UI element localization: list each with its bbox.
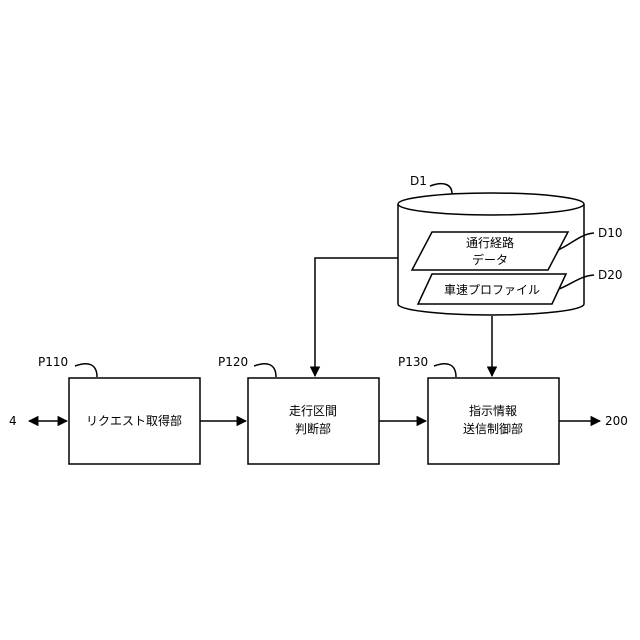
p110-leader-line <box>75 364 97 377</box>
d1-leader-line <box>430 184 452 194</box>
p130-leader-line <box>434 364 456 377</box>
d10-line2: データ <box>472 252 508 267</box>
p110-ref-label: P110 <box>38 355 68 369</box>
external-left-label: 4 <box>9 414 17 428</box>
record-d20: 車速プロファイル D20 <box>418 268 623 304</box>
p130-ref-label: P130 <box>398 355 428 369</box>
external-right-label: 200 <box>605 414 628 428</box>
p120-ref-label: P120 <box>218 355 248 369</box>
arrow-d1-to-p120 <box>315 258 398 376</box>
d1-ref-label: D1 <box>410 174 427 188</box>
p130-line1: 指示情報 <box>469 403 517 418</box>
p120-line1: 走行区間 <box>289 404 337 418</box>
p110-line1: リクエスト取得部 <box>86 413 182 428</box>
d20-ref-label: D20 <box>598 268 623 282</box>
record-d10: 通行経路 データ D10 <box>412 226 623 270</box>
d10-ref-label: D10 <box>598 226 623 240</box>
p130-line2: 送信制御部 <box>463 421 523 436</box>
p120-line2: 判断部 <box>295 421 331 436</box>
block-p110: リクエスト取得部 P110 <box>38 355 200 464</box>
block-p120: 走行区間 判断部 P120 <box>218 355 379 464</box>
d10-line1: 通行経路 <box>466 235 514 250</box>
d20-line1: 車速プロファイル <box>444 283 540 297</box>
p120-leader-line <box>254 364 276 377</box>
block-p130: 指示情報 送信制御部 P130 <box>398 355 559 464</box>
